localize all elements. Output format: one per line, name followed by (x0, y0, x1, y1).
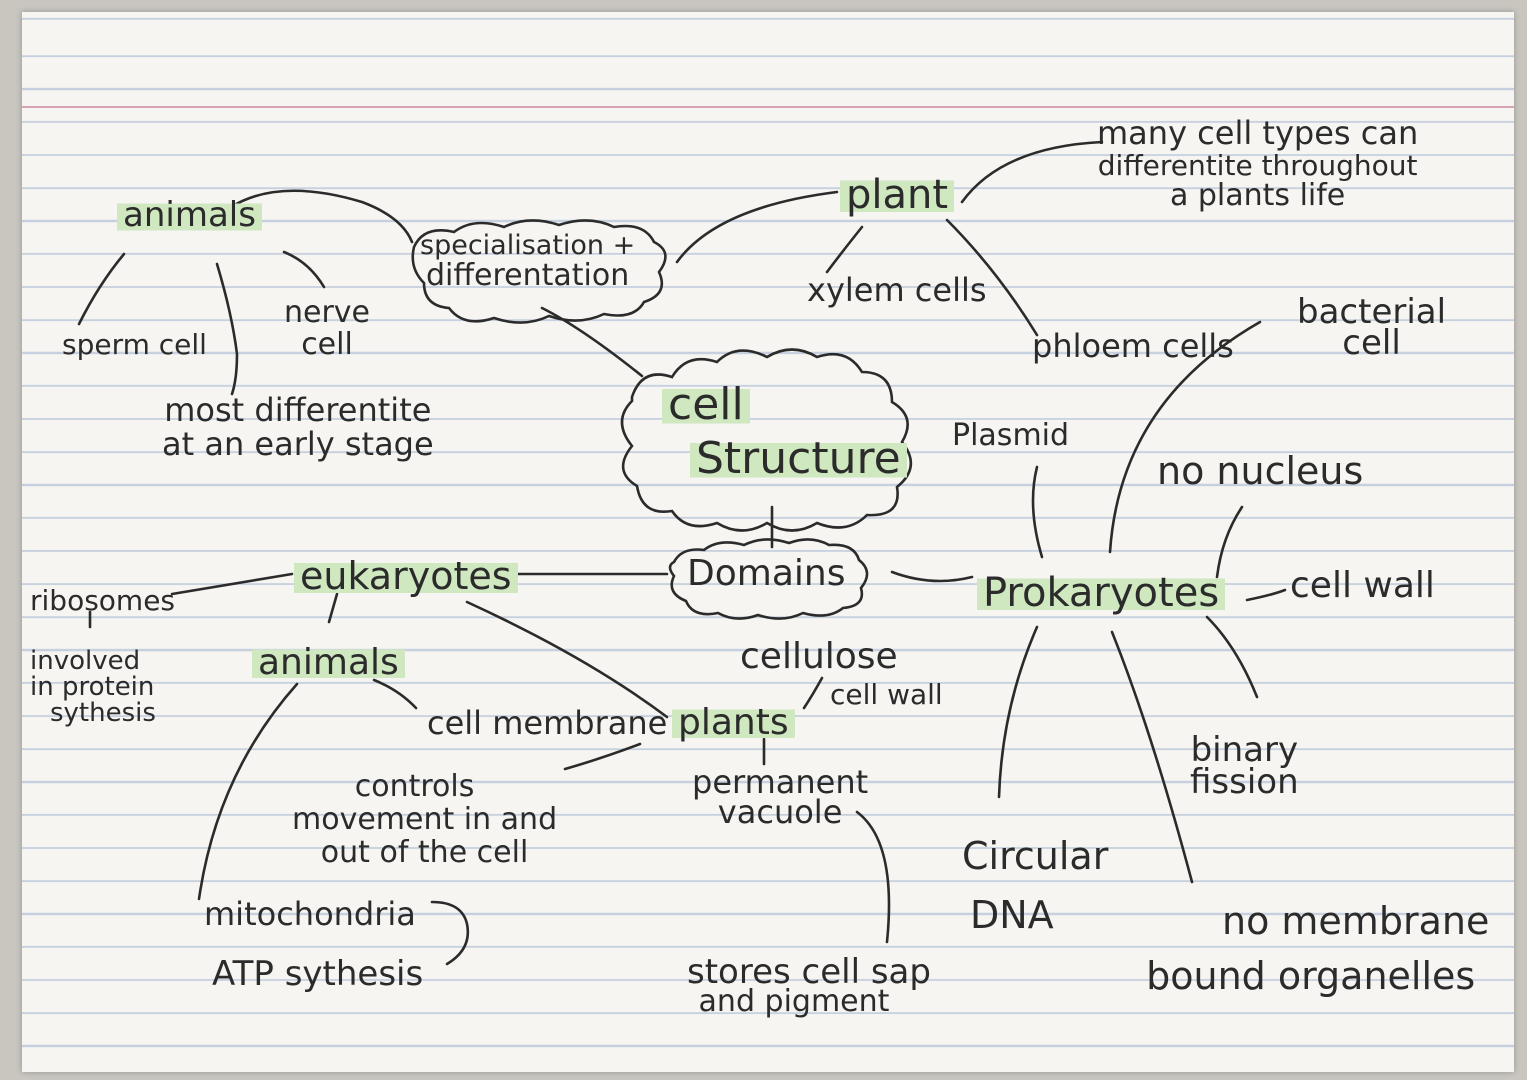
atp-synthesis-label: ATP sythesis (212, 954, 424, 994)
bacterial-cell-label: bacterial cell (1297, 292, 1447, 363)
stores-cell-sap-label: stores cell sap and pigment (687, 952, 931, 1020)
no-membrane-label: no membrane bound organelles (1146, 899, 1490, 999)
cell-membrane-label: cell membrane (427, 704, 668, 742)
no-nucleus-label: no nucleus (1157, 449, 1364, 493)
domains-cloud (668, 538, 869, 620)
cell-structure-cloud (620, 348, 913, 532)
cell-structure-title: cell Structure (662, 381, 907, 483)
plasmid-label: Plasmid (952, 418, 1070, 453)
many-cell-types-label: many cell types can differentite through… (1097, 114, 1419, 213)
cell-wall-plant-label: cell wall (830, 678, 943, 711)
xylem-cells-label: xylem cells (807, 271, 987, 309)
mitochondria-label: mitochondria (204, 895, 416, 933)
plants-label: plants (672, 704, 795, 742)
ribosomes-description: involved in protein sythesis (30, 646, 156, 728)
nerve-cell-label: nerve cell (284, 295, 371, 362)
animals-label: animals (117, 197, 262, 234)
index-card: animals sperm cell nerve cell most diffe… (22, 12, 1514, 1072)
permanent-vacuole-label: permanent vacuole (692, 763, 869, 832)
eukaryotes-label: eukaryotes (294, 556, 518, 597)
cellulose-label: cellulose (740, 636, 898, 677)
binary-fission-label: binary fission (1190, 730, 1299, 803)
phloem-cells-label: phloem cells (1032, 327, 1234, 365)
specialisation-label: specialisation + differentation (420, 230, 636, 294)
most-differentiate-label: most differentite at an early stage (162, 391, 434, 463)
prokaryotes-label: Prokaryotes (977, 572, 1226, 614)
connector-lines (77, 140, 1287, 966)
plant-label: plant (840, 174, 955, 216)
specialisation-cloud (411, 219, 667, 324)
domains-label: Domains (687, 553, 846, 594)
ribosomes-label: ribosomes (30, 584, 176, 617)
cell-wall-prokaryote-label: cell wall (1290, 565, 1435, 606)
animals-eukaryote-label: animals (252, 644, 405, 682)
sperm-cell-label: sperm cell (62, 328, 207, 361)
controls-label: controls movement in and out of the cell (292, 769, 558, 870)
circular-dna-label: Circular DNA (962, 834, 1109, 937)
